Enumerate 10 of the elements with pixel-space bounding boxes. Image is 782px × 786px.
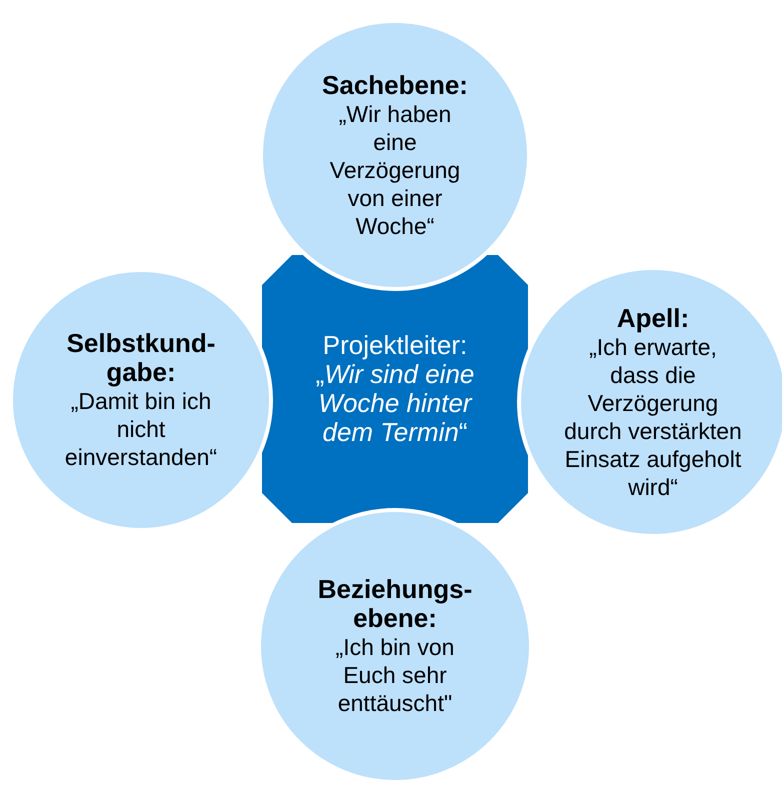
quote-text: „Damit bin ich nicht einverstanden“: [64, 387, 218, 471]
heading: Beziehungs- ebene:: [316, 575, 474, 633]
heading: Apell:: [616, 304, 690, 332]
heading: Selbstkund- gabe:: [66, 329, 216, 387]
heading: Projektleiter:: [322, 331, 468, 360]
quote-text: „Wir haben eine Verzögerung von einer Woche“: [328, 100, 462, 240]
quote-text: „Ich bin von Euch sehr enttäuscht": [334, 633, 456, 717]
heading: Sachebene:: [321, 70, 469, 100]
quote-text: „Wir sind eine Woche hinter dem Termin“: [314, 360, 476, 447]
quote-text: „Ich erwarte, dass die Verzögerung durch verstärkten Einsatz aufgeholt wird“: [564, 332, 742, 500]
